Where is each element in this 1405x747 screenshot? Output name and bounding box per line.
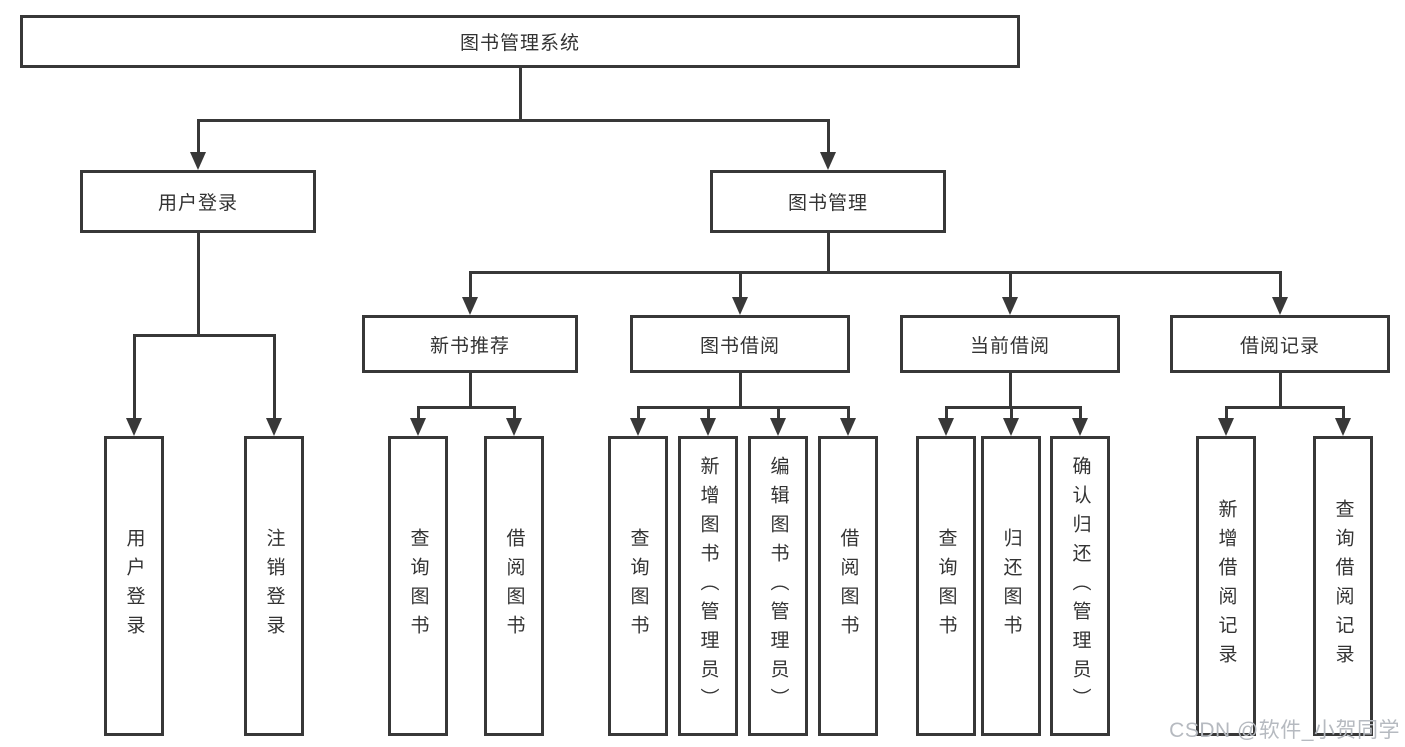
node-book-management: 图书管理 — [710, 170, 946, 233]
leaf-borrow-books: 借阅图书 — [818, 436, 878, 736]
connector-line — [1341, 407, 1345, 420]
connector-line — [416, 407, 420, 420]
node-label: 当前借阅 — [969, 335, 1050, 357]
node-new-book-recommend: 新书推荐 — [362, 315, 578, 373]
connector-line — [738, 272, 742, 299]
node-label: 图书借阅 — [699, 335, 780, 357]
leaf-confirm-return-admin: 确认归还（管理员） — [1050, 436, 1110, 736]
connector-line — [132, 335, 136, 420]
arrow-down-icon — [1003, 418, 1019, 436]
leaf-query-borrow-record: 查询借阅记录 — [1313, 436, 1373, 736]
leaf-user-login: 用户登录 — [104, 436, 164, 736]
node-label: 编辑图书（管理员） — [767, 455, 789, 717]
arrow-down-icon — [630, 418, 646, 436]
connector-line — [196, 120, 200, 154]
connector-line — [468, 270, 1282, 274]
node-label: 图书管理系统 — [459, 33, 580, 54]
leaf-logout: 注销登录 — [244, 436, 304, 736]
leaf-query-books-borrowing: 查询图书 — [608, 436, 668, 736]
connector-line — [196, 233, 200, 336]
connector-line — [1008, 373, 1012, 408]
node-label: 查询图书 — [407, 528, 429, 644]
node-label: 新增图书（管理员） — [697, 455, 719, 717]
connector-line — [738, 373, 742, 408]
arrow-down-icon — [266, 418, 282, 436]
arrow-down-icon — [462, 297, 478, 315]
leaf-query-books-recommend: 查询图书 — [388, 436, 448, 736]
connector-line — [132, 333, 276, 337]
arrow-down-icon — [770, 418, 786, 436]
arrow-down-icon — [126, 418, 142, 436]
connector-line — [272, 335, 276, 420]
connector-line — [1078, 407, 1082, 420]
connector-line — [944, 405, 1082, 409]
arrow-down-icon — [410, 418, 426, 436]
node-borrowing-records: 借阅记录 — [1170, 315, 1390, 373]
connector-line — [1009, 407, 1013, 420]
node-label: 新增借阅记录 — [1215, 499, 1237, 673]
leaf-edit-books-admin: 编辑图书（管理员） — [748, 436, 808, 736]
connector-line — [518, 68, 522, 120]
node-label: 借阅图书 — [503, 528, 525, 644]
arrow-down-icon — [700, 418, 716, 436]
arrow-down-icon — [840, 418, 856, 436]
arrow-down-icon — [1218, 418, 1234, 436]
node-label: 注销登录 — [263, 528, 285, 644]
connector-line — [1224, 407, 1228, 420]
arrow-down-icon — [938, 418, 954, 436]
connector-line — [706, 407, 710, 420]
connector-line — [1278, 272, 1282, 299]
node-label: 图书管理 — [787, 193, 868, 214]
connector-line — [636, 407, 640, 420]
node-label: 查询借阅记录 — [1332, 499, 1354, 673]
connector-line — [468, 373, 472, 408]
node-label: 新书推荐 — [429, 335, 510, 357]
node-label: 查询图书 — [935, 528, 957, 644]
arrow-down-icon — [1272, 297, 1288, 315]
node-root: 图书管理系统 — [20, 15, 1020, 68]
connector-line — [1008, 272, 1012, 299]
connector-line — [826, 120, 830, 154]
connector-line — [636, 405, 850, 409]
connector-line — [196, 118, 830, 122]
arrow-down-icon — [820, 152, 836, 170]
connector-line — [944, 407, 948, 420]
connector-line — [468, 272, 472, 299]
arrow-down-icon — [190, 152, 206, 170]
connector-line — [846, 407, 850, 420]
arrow-down-icon — [1335, 418, 1351, 436]
node-user-login: 用户登录 — [80, 170, 316, 233]
node-book-borrowing: 图书借阅 — [630, 315, 850, 373]
connector-line — [512, 407, 516, 420]
arrow-down-icon — [732, 297, 748, 315]
leaf-add-borrow-record: 新增借阅记录 — [1196, 436, 1256, 736]
connector-line — [1224, 405, 1345, 409]
connector-line — [416, 405, 516, 409]
connector-line — [1278, 373, 1282, 408]
arrow-down-icon — [506, 418, 522, 436]
arrow-down-icon — [1072, 418, 1088, 436]
leaf-borrow-books-recommend: 借阅图书 — [484, 436, 544, 736]
node-label: 归还图书 — [1000, 528, 1022, 644]
node-current-borrowing: 当前借阅 — [900, 315, 1120, 373]
node-label: 借阅记录 — [1239, 335, 1320, 357]
watermark-text: CSDN @软件_小贺同学 — [1169, 719, 1400, 742]
connector-line — [826, 233, 830, 273]
arrow-down-icon — [1002, 297, 1018, 315]
leaf-return-books: 归还图书 — [981, 436, 1041, 736]
leaf-query-books-current: 查询图书 — [916, 436, 976, 736]
node-label: 确认归还（管理员） — [1069, 455, 1091, 717]
leaf-add-books-admin: 新增图书（管理员） — [678, 436, 738, 736]
connector-line — [776, 407, 780, 420]
node-label: 用户登录 — [123, 528, 145, 644]
node-label: 查询图书 — [627, 528, 649, 644]
node-label: 借阅图书 — [837, 528, 859, 644]
node-label: 用户登录 — [157, 193, 238, 214]
